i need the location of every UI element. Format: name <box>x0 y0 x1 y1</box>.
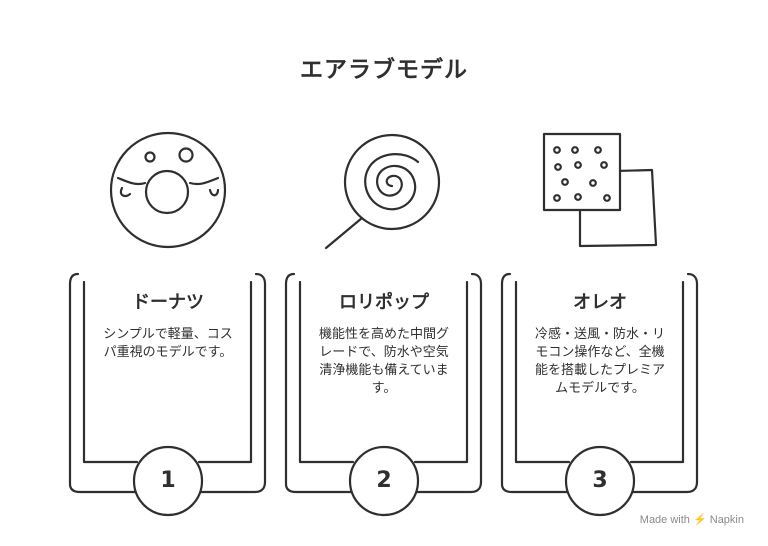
card-3-heading: オレオ <box>573 292 627 313</box>
card-3-number: 3 <box>592 468 608 493</box>
napkin-logo-icon: ⚡ <box>692 514 707 526</box>
lollipop-icon <box>324 133 441 250</box>
card-3-description: 冷感・送風・防水・リモコン操作など、全機能を搭載したプレミアムモデルです。 <box>534 327 665 396</box>
card-2-description: 機能性を高めた中間グレードで、防水や空気清浄機能も備えています。 <box>318 327 449 396</box>
napkin-brand: Napkin <box>709 514 744 526</box>
card-frame-1 <box>68 272 267 517</box>
page-title: エアラブモデル <box>300 57 468 83</box>
card-frame-2 <box>284 272 483 517</box>
made-with-label: Made with <box>639 514 690 526</box>
card-1-heading: ドーナツ <box>132 292 204 313</box>
card-1-description: シンプルで軽量、コスパ重視のモデルです。 <box>103 327 233 360</box>
card-1-number: 1 <box>160 468 176 493</box>
napkin-footer[interactable]: Made with ⚡ Napkin <box>640 513 744 526</box>
card-2-number: 2 <box>376 468 392 493</box>
donut-icon <box>109 131 227 249</box>
cracker-icon <box>542 132 658 248</box>
card-frame-3 <box>500 272 699 517</box>
card-2-heading: ロリポップ <box>339 292 429 313</box>
